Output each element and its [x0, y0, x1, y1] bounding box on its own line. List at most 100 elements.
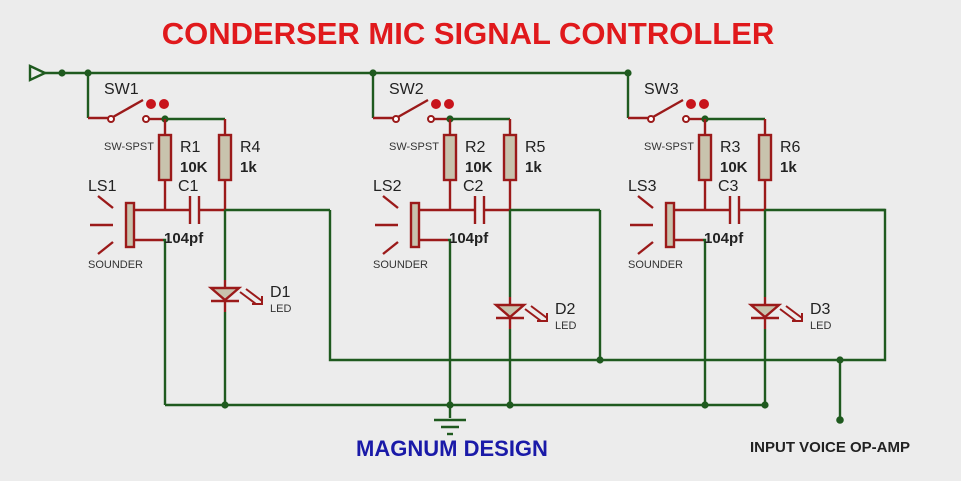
switch-contact: [647, 115, 655, 123]
sounder-ref-label: LS1: [88, 178, 117, 195]
sounder-ground-wire: [448, 238, 452, 405]
capacitor-ref-label: C2: [463, 178, 484, 195]
switch-state-dot: [159, 99, 169, 109]
sounder-type-label: SOUNDER: [88, 259, 143, 271]
sounder-body: [409, 201, 421, 249]
led-ref-label: D1: [270, 284, 291, 301]
junction: [761, 401, 769, 409]
switch-contact: [107, 115, 115, 123]
switch-state-dot: [699, 99, 709, 109]
resistor-b-icon: [502, 133, 518, 182]
resistor-a-icon: [442, 133, 458, 182]
led-arrows: [779, 305, 803, 322]
led-icon: [207, 280, 263, 312]
resistor-b-icon: [217, 133, 233, 182]
switch-lever: [397, 98, 429, 119]
switch-state-dot: [444, 99, 454, 109]
led-icon: [492, 297, 548, 329]
sounder-type-label: SOUNDER: [373, 259, 428, 271]
led-triangle: [492, 303, 528, 319]
switch-state-dot: [686, 99, 696, 109]
switch-type-label: SW-SPST: [389, 141, 439, 153]
junction: [84, 69, 92, 77]
capacitor-icon: [728, 196, 741, 224]
sounder-icon: [630, 195, 676, 255]
sounder-type-label: SOUNDER: [628, 259, 683, 271]
switch-contact: [392, 115, 400, 123]
junction: [369, 69, 377, 77]
switch-ref-label: SW1: [104, 81, 139, 98]
led-ref-label: D3: [810, 301, 831, 318]
resistor-a-icon: [157, 133, 173, 182]
sounder-icon: [375, 195, 421, 255]
led-arrows: [239, 288, 263, 305]
junction: [58, 69, 66, 77]
junction: [221, 401, 229, 409]
switch-ref-label: SW2: [389, 81, 424, 98]
sound-wave: [97, 195, 114, 209]
sound-wave: [97, 241, 114, 255]
sounder-ground-wire: [163, 238, 167, 405]
switch-type-label: SW-SPST: [104, 141, 154, 153]
switch-icon[interactable]: [647, 98, 709, 123]
output-terminal[interactable]: [836, 416, 844, 424]
sounder-ref-label: LS3: [628, 178, 657, 195]
resistor-b-value-label: 1k: [780, 159, 797, 176]
junction: [701, 401, 709, 409]
resistor-a-icon: [697, 133, 713, 182]
switch-icon[interactable]: [107, 98, 169, 123]
capacitor-value-label: 104pf: [704, 230, 744, 247]
capacitor-icon: [188, 196, 201, 224]
switch-ref-label: SW3: [644, 81, 679, 98]
resistor-b-value-label: 1k: [525, 159, 542, 176]
capacitor-value-label: 104pf: [164, 230, 204, 247]
input-terminal-icon: [28, 64, 48, 82]
switch-state-dot: [431, 99, 441, 109]
switch-contact: [682, 115, 690, 123]
switch-type-label: SW-SPST: [644, 141, 694, 153]
resistor-b-value-label: 1k: [240, 159, 257, 176]
resistor-a-value-label: 10K: [720, 159, 748, 176]
sounder-ref-label: LS2: [373, 178, 402, 195]
sounder-body: [664, 201, 676, 249]
resistor-b-ref-label: R6: [780, 139, 801, 156]
junction: [624, 69, 632, 77]
resistor-a-ref-label: R2: [465, 139, 486, 156]
switch-lever: [112, 98, 144, 119]
ground-icon: [434, 418, 466, 436]
switch-contact: [142, 115, 150, 123]
sound-wave: [637, 195, 654, 209]
brand-label: MAGNUM DESIGN: [356, 436, 548, 461]
sound-wave: [382, 241, 399, 255]
capacitor-ref-label: C1: [178, 178, 199, 195]
junction: [596, 356, 604, 364]
output-label: INPUT VOICE OP-AMP: [750, 439, 910, 456]
schematic-title: CONDERSER MIC SIGNAL CONTROLLER: [162, 16, 775, 51]
resistor-a-value-label: 10K: [465, 159, 493, 176]
switch-icon[interactable]: [392, 98, 454, 123]
resistor-b-ref-label: R4: [240, 139, 261, 156]
junction: [506, 401, 514, 409]
sounder-body: [124, 201, 136, 249]
switch-lever: [652, 98, 684, 119]
led-triangle: [207, 286, 243, 302]
switch-state-dot: [146, 99, 156, 109]
resistor-a-ref-label: R1: [180, 139, 201, 156]
junction: [446, 401, 454, 409]
resistor-a-ref-label: R3: [720, 139, 741, 156]
led-type-label: LED: [810, 320, 831, 332]
led-type-label: LED: [270, 303, 291, 315]
led-icon: [747, 297, 803, 329]
led-triangle: [747, 303, 783, 319]
capacitor-icon: [473, 196, 486, 224]
led-type-label: LED: [555, 320, 576, 332]
capacitor-ref-label: C3: [718, 178, 739, 195]
sounder-ground-wire: [703, 238, 707, 405]
led-arrows: [524, 305, 548, 322]
led-ref-label: D2: [555, 301, 576, 318]
